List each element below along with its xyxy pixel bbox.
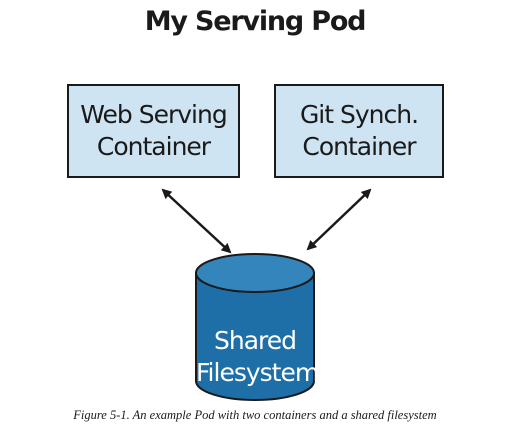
shared-filesystem-label-line1: Shared (213, 326, 297, 355)
git-synch-label-line1: Git Synch. (299, 100, 419, 129)
arrow-web-to-filesystem (161, 188, 232, 254)
figure-caption: Figure 5-1. An example Pod with two cont… (73, 408, 437, 422)
git-synch-label-line2: Container (302, 132, 416, 161)
git-synch-container-box: Git Synch. Container (274, 84, 444, 178)
web-serving-label-line1: Web Serving (80, 100, 227, 129)
shared-filesystem-cylinder (195, 253, 315, 401)
web-serving-label-line2: Container (96, 132, 211, 161)
arrow-git-to-filesystem (306, 188, 372, 251)
web-serving-container-box: Web Serving Container (67, 84, 240, 178)
shared-filesystem-label-line2: Filesystem (196, 358, 319, 387)
diagram-title: My Serving Pod (144, 6, 367, 37)
shared-filesystem-label: Shared Filesystem (196, 325, 319, 389)
